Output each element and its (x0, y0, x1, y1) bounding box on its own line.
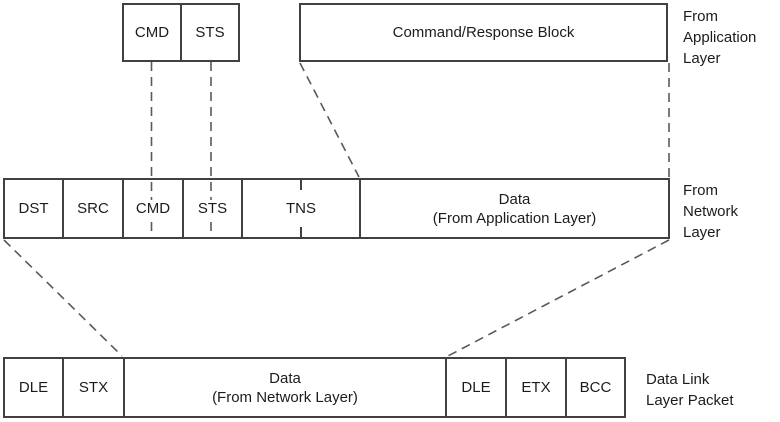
command-response-block: Command/Response Block (299, 3, 668, 62)
block-left-mapping-line (299, 62, 360, 178)
net-tns-label: TNS (286, 200, 316, 217)
net-tns-cell: TNS (243, 180, 361, 237)
datalink-layer-packet: DLE STX Data (From Network Layer) DLE ET… (3, 357, 626, 418)
dl-data-label-line1: Data (269, 369, 301, 387)
dl-dle1-cell: DLE (5, 359, 64, 416)
net-sts-label: STS (197, 200, 228, 217)
tns-byte-divider-bottom (300, 227, 302, 237)
net-data-label-line2: (From Application Layer) (432, 209, 597, 227)
dl-dle2-label: DLE (461, 379, 491, 396)
app-layer-side-label-line3: Layer (683, 50, 721, 67)
app-layer-side-label-line2: Application (683, 29, 757, 46)
net-src-cell: SRC (64, 180, 124, 237)
network-left-mapping-line (3, 239, 123, 357)
dl-stx-label: STX (78, 379, 109, 396)
net-dst-cell: DST (5, 180, 64, 237)
dl-dle2-cell: DLE (447, 359, 507, 416)
network-layer-packet: DST SRC CMD STS TNS Data (From Applicati… (3, 178, 670, 239)
dl-dle1-label: DLE (18, 379, 49, 396)
network-right-mapping-line (447, 239, 670, 357)
app-cmd-cell: CMD (124, 5, 182, 60)
app-layer-side-label-line1: From (683, 8, 718, 25)
datalink-layer-side-label-line2: Layer Packet (646, 392, 734, 409)
app-cmd-label: CMD (134, 24, 170, 41)
dl-data-label-line2: (From Network Layer) (212, 388, 358, 406)
network-layer-side-label-line3: Layer (683, 224, 721, 241)
network-layer-side-label-line2: Network (683, 203, 739, 220)
net-dst-label: DST (18, 200, 49, 217)
dl-bcc-cell: BCC (567, 359, 624, 416)
net-data-label-line1: Data (498, 190, 531, 208)
app-layer-cmd-sts-box: CMD STS (122, 3, 240, 62)
dl-etx-label: ETX (521, 379, 551, 396)
tns-byte-divider-top (300, 180, 302, 190)
datalink-layer-side-label-line1: Data Link (646, 371, 710, 388)
datalink-layer-side-label: Data Link Layer Packet (646, 369, 734, 411)
command-response-label: Command/Response Block (392, 24, 575, 41)
dl-data-label: Data (From Network Layer) (212, 369, 358, 407)
network-layer-side-label: From Network Layer (683, 180, 738, 243)
dl-stx-cell: STX (64, 359, 125, 416)
app-layer-side-label: From Application Layer (683, 6, 756, 69)
net-cmd-label: CMD (135, 200, 171, 217)
app-sts-label: STS (195, 24, 225, 41)
net-data-cell: Data (From Application Layer) (361, 180, 668, 237)
net-src-label: SRC (77, 200, 109, 217)
network-layer-side-label-line1: From (683, 182, 718, 199)
app-sts-cell: STS (182, 5, 238, 60)
dl-data-cell: Data (From Network Layer) (125, 359, 447, 416)
command-response-cell: Command/Response Block (301, 5, 666, 60)
net-sts-cell: STS (184, 180, 243, 237)
dl-etx-cell: ETX (507, 359, 567, 416)
dl-bcc-label: BCC (579, 379, 612, 396)
net-cmd-cell: CMD (124, 180, 184, 237)
net-data-label: Data (From Application Layer) (433, 190, 596, 228)
